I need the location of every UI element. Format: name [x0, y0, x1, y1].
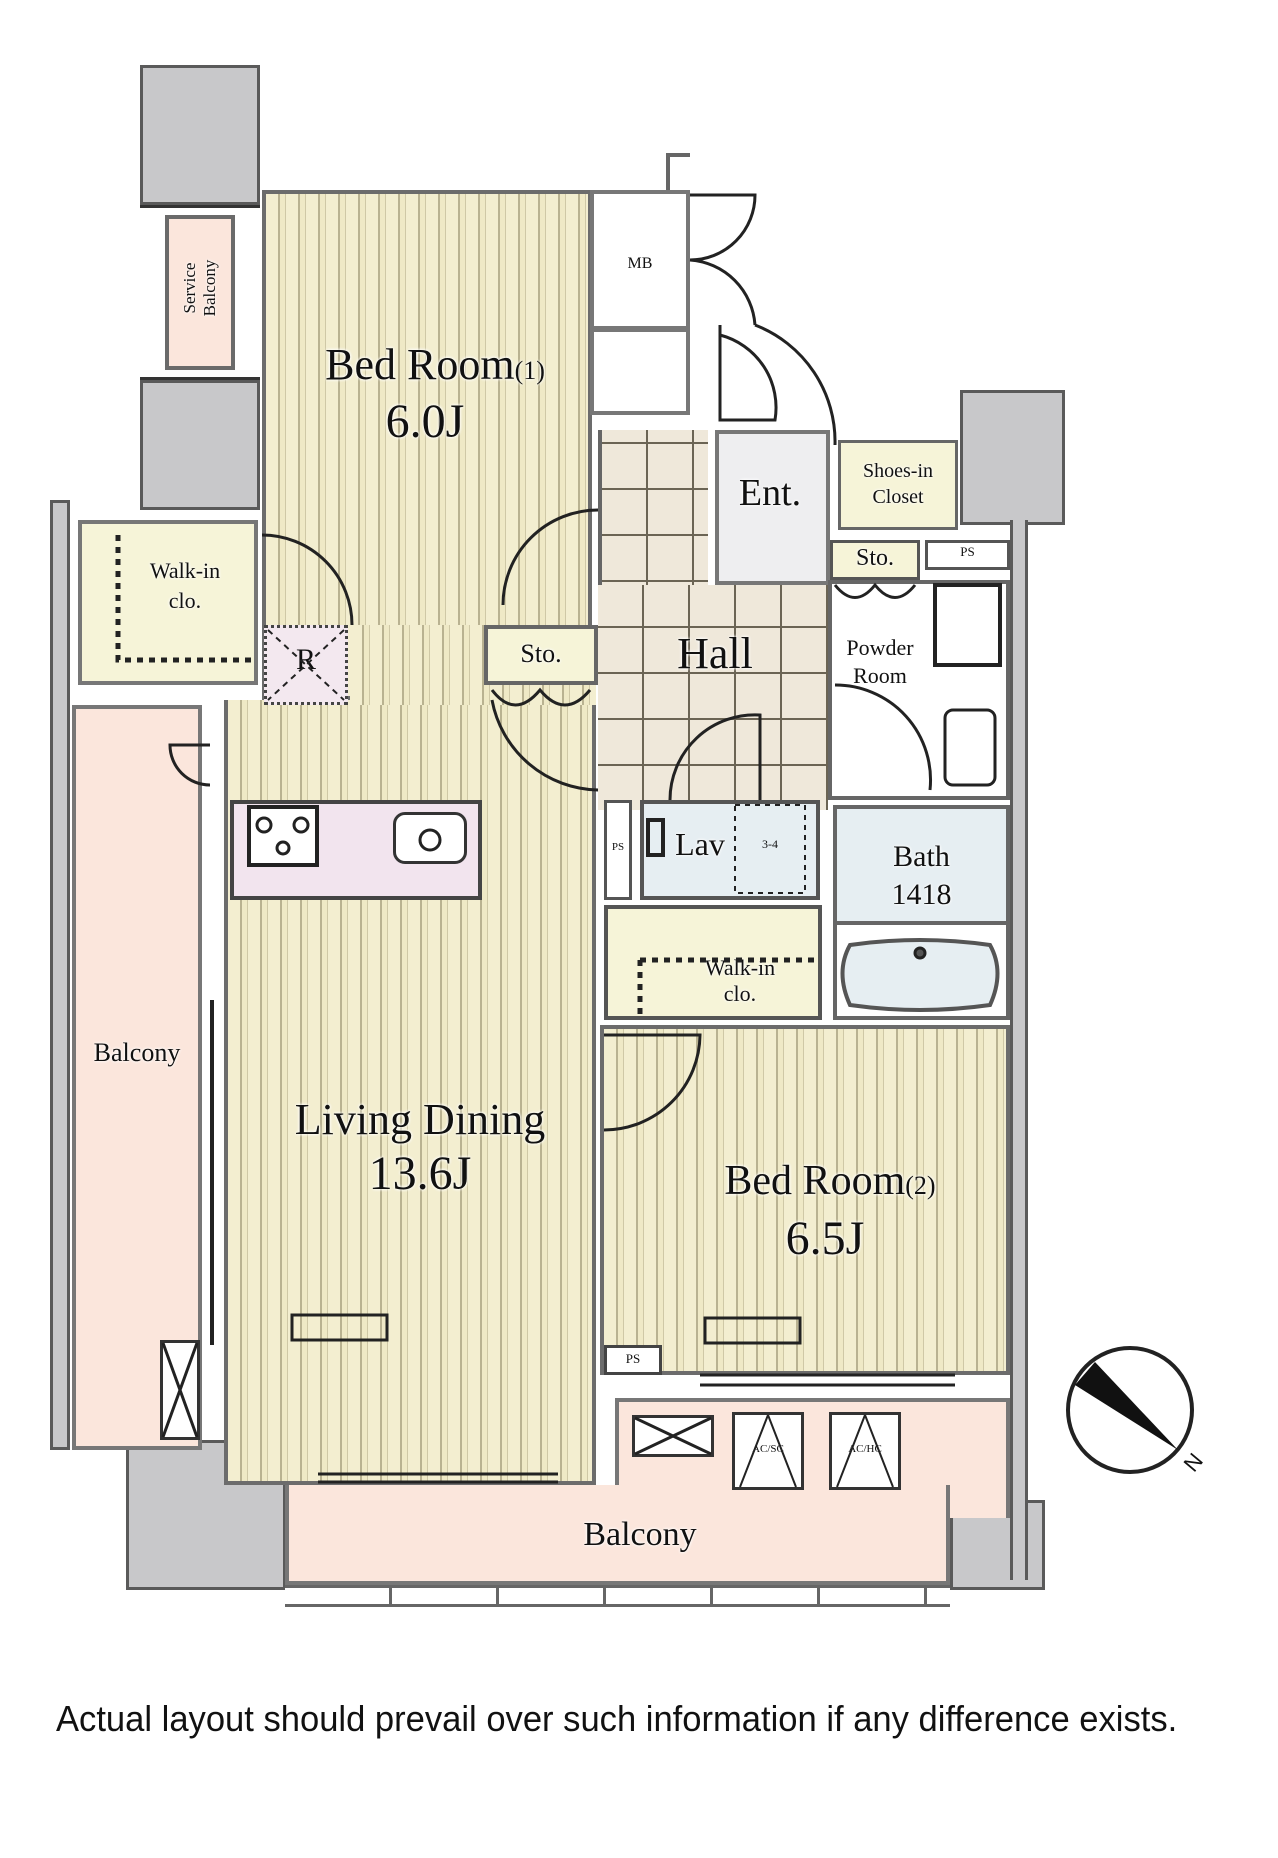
door-swing-ent-inner	[718, 325, 778, 422]
walk-in-closet-1	[78, 520, 258, 685]
door-swing-living	[490, 699, 599, 792]
bedroom-1-area: 6.0J	[385, 395, 465, 448]
balcony-side-label: Balcony	[93, 1038, 181, 1067]
burner-icon	[255, 816, 273, 834]
shoes-in-closet-label: Shoes-in Closet	[863, 460, 933, 508]
pipe-space-bottom	[604, 1345, 662, 1375]
window-living	[318, 1472, 558, 1484]
refrigerator-label: R	[295, 643, 316, 676]
bedroom-2	[600, 1025, 1010, 1375]
living-dining-area: 13.6J	[368, 1147, 472, 1200]
door-swing-walkin-1	[261, 533, 354, 626]
compass-icon: N	[1066, 1346, 1208, 1476]
entrance	[715, 430, 830, 585]
door-swing-bedroom-2	[603, 1033, 702, 1132]
door-swing-entrance	[754, 323, 837, 446]
storage-powder-label: Sto.	[855, 545, 894, 571]
ac-unit-2-lines	[836, 1414, 894, 1488]
storage-box-balcony-cross	[634, 1416, 712, 1456]
pipe-space-bottom-label: PS	[625, 1351, 641, 1366]
door-swing-bedroom-1	[501, 508, 599, 606]
lavatory-label: Lav	[675, 826, 725, 862]
door-swing-mb-1	[689, 193, 757, 262]
powder-room-label: Powder Room	[846, 635, 914, 688]
wall-left-outer	[50, 500, 70, 1450]
bathtub-drain-icon	[913, 946, 927, 960]
aircon-bedroom-2-icon	[703, 1316, 802, 1345]
wall-right-strip	[1010, 520, 1028, 1580]
door-swing-balcony-side	[168, 743, 211, 787]
washer-label: 3-4	[762, 837, 778, 851]
door-swing-storage	[490, 687, 592, 707]
door-swing-mb-2	[689, 258, 757, 326]
bedroom-1	[262, 190, 592, 700]
storage-hall	[484, 625, 598, 685]
pipe-space-top-label: PS	[960, 544, 975, 559]
washer-space	[734, 804, 806, 894]
disclaimer-text: Actual layout should prevail over such i…	[56, 1698, 1178, 1739]
door-swing-storage-powder	[833, 582, 917, 599]
wall-column-top-left	[140, 65, 260, 205]
toilet-tank-icon	[933, 583, 1002, 667]
living-dining-label: Living Dining	[294, 1095, 546, 1144]
closet-rod-2	[637, 957, 820, 1020]
sink	[393, 812, 467, 864]
mb-label: MB	[627, 255, 653, 272]
balcony-bottom	[285, 1485, 950, 1585]
sink-drain-icon	[418, 828, 442, 852]
balcony-bottom-label: Balcony	[583, 1516, 697, 1553]
window-bedroom-2	[700, 1373, 955, 1387]
pipe-space-lav-label: PS	[611, 841, 625, 853]
ac-unit-1-label: AC/SC	[752, 1443, 784, 1455]
bedroom-2-area: 6.5J	[785, 1212, 865, 1265]
pipe-space-top	[925, 540, 1010, 570]
storage-box-side-cross	[161, 1342, 199, 1438]
bedroom-1-label: Bed Room(1)	[325, 340, 545, 389]
service-balcony	[165, 215, 235, 370]
powder-room	[828, 580, 1010, 800]
entrance-label: Ent.	[738, 472, 802, 514]
balcony-side	[72, 705, 202, 1450]
refrigerator-cross	[267, 629, 345, 701]
walk-in-closet-1-label: Walk-in clo.	[149, 558, 221, 613]
door-swing-powder	[834, 683, 933, 791]
cooktop	[247, 805, 319, 867]
lav-basin-icon	[646, 818, 665, 857]
bedroom-2-label: Bed Room(2)	[724, 1158, 936, 1204]
hall-lower	[598, 585, 828, 810]
hall-label: Hall	[677, 629, 753, 678]
ac-unit-1-lines	[739, 1414, 797, 1488]
aircon-living-icon	[290, 1313, 389, 1342]
shoes-in-closet	[838, 440, 958, 530]
svg-text:N: N	[1179, 1448, 1208, 1476]
bath-room	[833, 805, 1010, 925]
door-swing-lav	[668, 713, 762, 801]
balcony-railing	[285, 1585, 950, 1607]
storage-powder	[830, 540, 920, 580]
mb-divider	[594, 326, 686, 332]
lavatory	[640, 800, 820, 900]
storage-hall-label: Sto.	[520, 639, 562, 668]
wall-notch	[666, 153, 690, 190]
burner-icon	[275, 840, 291, 856]
pipe-space-lav	[604, 800, 632, 900]
bath-label: Bath 1418	[891, 840, 952, 911]
floor-plan: Service Balcony Bed Room(1) 6.0J MB Hall…	[50, 65, 1208, 1607]
burner-icon	[292, 816, 310, 834]
bathtub-icon	[840, 938, 1000, 1012]
plan-linework: N	[115, 153, 1208, 1488]
powder-sink-icon	[943, 708, 997, 787]
closet-rod-1	[115, 535, 255, 663]
wall-column-left-mid	[140, 380, 260, 510]
mb-closet	[590, 190, 690, 415]
ac-unit-2-label: AC/HC	[848, 1443, 882, 1455]
